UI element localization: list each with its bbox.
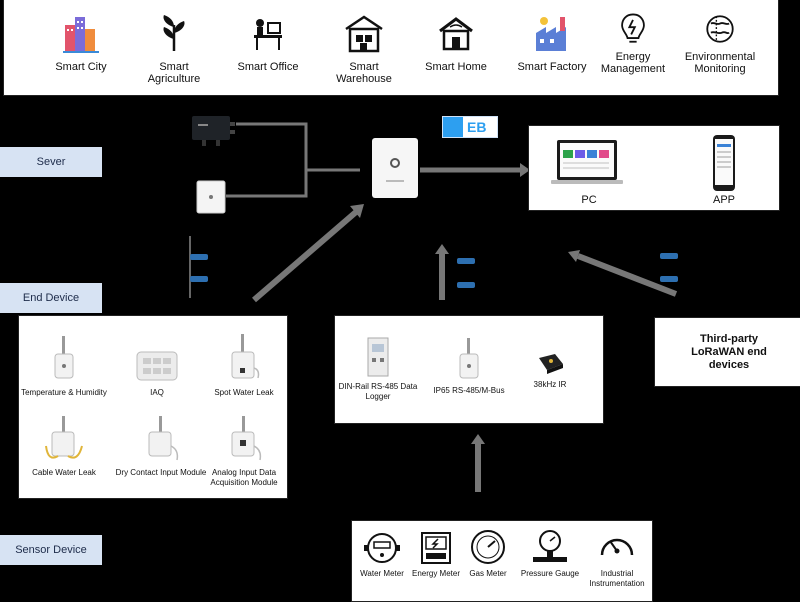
device-ip65-rs485: IP65 RS-485/M-Bus — [427, 338, 511, 396]
device-din-rail-logger: DIN-Rail RS-485 Data Logger — [337, 336, 419, 402]
app-energy-management: Energy Management — [593, 0, 673, 75]
app-smart-factory: Smart Factory — [512, 0, 592, 73]
layer-label-sensor-device: Sensor Device — [0, 535, 102, 565]
app-smart-city: Smart City — [41, 0, 121, 73]
ir-blaster-icon — [539, 354, 563, 374]
third-party-label: Third-party LoRaWAN end devices — [691, 332, 767, 371]
device-label: 38kHz IR — [533, 380, 567, 389]
output-label-app: APP — [712, 194, 735, 206]
server-power-icon — [390, 158, 400, 168]
app-label: Environmental Monitoring — [684, 51, 756, 75]
logo-mark-icon — [443, 117, 463, 137]
output-label-pc: PC — [581, 194, 597, 206]
app-label: Energy Management — [600, 51, 666, 75]
phone-icon — [713, 135, 735, 191]
office-icon — [254, 19, 282, 50]
app-smart-agriculture: Smart Agriculture — [134, 0, 214, 85]
device-label: IP65 RS-485/M-Bus — [433, 386, 505, 395]
gateway-indoor — [196, 180, 226, 214]
device-analog-input: Analog Input Data Acquisition Module — [201, 416, 287, 488]
sensor-label: Pressure Gauge — [520, 569, 580, 578]
app-smart-office: Smart Office — [228, 0, 308, 73]
layer-label-end-device: End Device — [0, 283, 102, 313]
energy-meter-icon — [421, 532, 451, 564]
analog-input-module-icon — [231, 416, 262, 461]
third-party-panel: Third-party LoRaWAN end devices — [654, 317, 800, 387]
rs485-node-icon — [459, 338, 479, 379]
link-marker — [190, 276, 208, 282]
sensor-water-meter: Water Meter — [354, 531, 410, 579]
app-label: Smart Warehouse — [336, 61, 392, 85]
link-marker — [457, 258, 475, 264]
sensor-gas-meter: Gas Meter — [460, 529, 516, 579]
app-label: Smart Factory — [517, 61, 587, 73]
gas-meter-icon — [471, 530, 505, 564]
device-temperature-humidity: Temperature & Humidity — [19, 336, 109, 398]
device-label: Spot Water Leak — [214, 388, 274, 397]
server-logo-text: EB — [467, 119, 487, 135]
pressure-gauge-icon — [533, 530, 567, 562]
gateway-outdoor — [192, 116, 235, 146]
layer-label-server: Sever — [0, 147, 102, 177]
device-label: Cable Water Leak — [32, 468, 96, 477]
dry-contact-module-icon — [148, 416, 179, 461]
link-marker — [190, 254, 208, 260]
sensor-industrial-instrumentation: Industrial Instrumentation — [582, 529, 652, 589]
leaf-icon — [163, 15, 185, 51]
globe-icon — [706, 15, 734, 43]
sensor-label: Gas Meter — [469, 569, 507, 578]
app-environmental-monitoring: Environmental Monitoring — [677, 0, 763, 75]
app-label: Smart Home — [425, 61, 487, 73]
sensor-energy-meter: Energy Meter — [408, 531, 464, 579]
warehouse-icon — [345, 15, 383, 53]
industrial-gauge-icon — [600, 538, 634, 556]
link-marker — [660, 276, 678, 282]
device-label: Dry Contact Input Module — [115, 468, 207, 477]
home-icon — [439, 17, 473, 51]
sensor-pressure-gauge: Pressure Gauge — [518, 529, 582, 579]
sensor-label: Industrial Instrumentation — [589, 569, 645, 588]
city-icon — [63, 17, 99, 53]
factory-icon — [536, 17, 566, 51]
server-logo-badge: EB — [442, 116, 498, 138]
sensor-label: Energy Meter — [411, 569, 461, 578]
device-ir: 38kHz IR — [515, 350, 585, 390]
device-label: Temperature & Humidity — [21, 388, 107, 397]
device-spot-water-leak: Spot Water Leak — [201, 334, 287, 398]
device-iaq: IAQ — [117, 348, 197, 398]
link-marker — [660, 253, 678, 259]
iaq-sensor-icon — [136, 351, 178, 381]
temperature-sensor-icon — [54, 336, 74, 379]
device-dry-contact-input: Dry Contact Input Module — [115, 416, 207, 478]
energy-icon — [621, 13, 645, 43]
din-rail-logger-icon — [367, 337, 389, 377]
sensor-panel: Water Meter Energy Meter Gas Meter Press… — [351, 520, 653, 602]
app-label: Smart Office — [237, 61, 299, 73]
end-device-panel-1: Temperature & Humidity IAQ Spot Water Le… — [18, 315, 288, 499]
sensor-label: Water Meter — [360, 569, 404, 578]
server-device — [372, 138, 418, 198]
cable-leak-sensor-icon — [45, 416, 83, 459]
applications-panel: Smart City Smart Agriculture Smart Offic… — [3, 0, 779, 96]
server-output-panel: PC APP — [528, 125, 780, 211]
device-cable-water-leak: Cable Water Leak — [21, 416, 107, 478]
water-meter-icon — [364, 533, 400, 563]
water-leak-sensor-icon — [231, 334, 260, 379]
link-marker — [457, 282, 475, 288]
app-label: Smart City — [55, 61, 107, 73]
laptop-icon — [551, 140, 623, 184]
end-device-panel-2: DIN-Rail RS-485 Data Logger IP65 RS-485/… — [334, 315, 604, 424]
device-label: Analog Input Data Acquisition Module — [210, 468, 278, 487]
app-label: Smart Agriculture — [147, 61, 201, 85]
app-smart-warehouse: Smart Warehouse — [324, 0, 404, 85]
app-smart-home: Smart Home — [416, 0, 496, 73]
device-label: DIN-Rail RS-485 Data Logger — [338, 382, 418, 401]
device-label: IAQ — [150, 388, 164, 397]
